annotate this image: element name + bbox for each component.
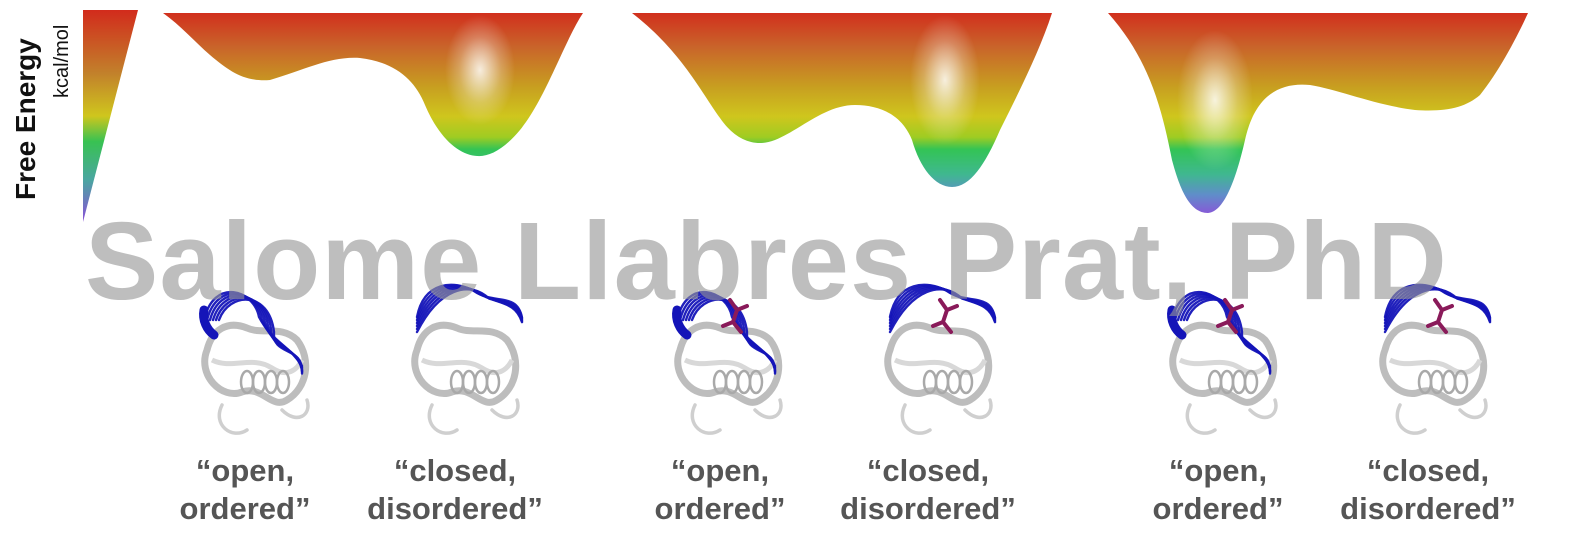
protein-closed-3: [1379, 283, 1492, 435]
protein-structures: [199, 283, 1492, 435]
energy-scale-wedge: [83, 10, 138, 222]
state-label-open-1: “open,ordered”: [179, 453, 311, 526]
energy-surface-panel-3: [1108, 13, 1528, 213]
energy-surface-panel-1: [163, 13, 583, 157]
state-label-closed-2: “closed,disordered”: [840, 453, 1016, 526]
state-label-closed-3: “closed,disordered”: [1340, 453, 1516, 526]
state-label-closed-1: “closed,disordered”: [367, 453, 543, 526]
state-label-open-3: “open,ordered”: [1152, 453, 1284, 526]
protein-open-2: [672, 290, 783, 435]
protein-closed-2: [884, 283, 997, 435]
state-label-open-2: “open,ordered”: [654, 453, 786, 526]
protein-open-1: [199, 290, 310, 435]
protein-open-3: [1167, 290, 1278, 435]
energy-surface-panel-2: [632, 13, 1052, 187]
axis-unit: kcal/mol: [51, 24, 73, 98]
protein-closed-1: [411, 283, 524, 435]
axis-title: Free Energy: [10, 38, 41, 200]
